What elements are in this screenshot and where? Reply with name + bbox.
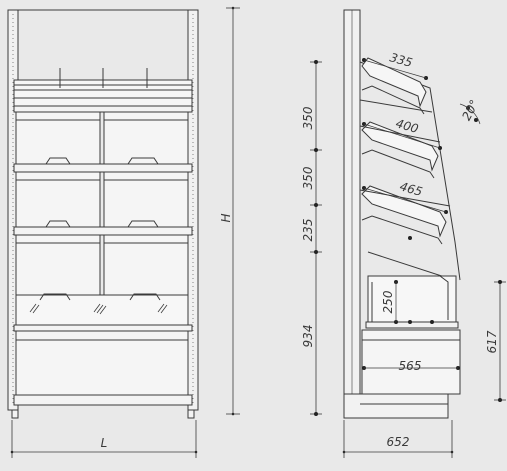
base-height-label: 617 <box>485 330 499 353</box>
segment-height-2: 350 <box>301 166 315 189</box>
lower-bin <box>13 293 193 332</box>
segment-dimension-dots <box>314 60 318 416</box>
shelf-2 <box>13 163 193 228</box>
side-lower-bin <box>365 251 459 329</box>
base-depth-label: 565 <box>399 359 422 373</box>
top-basket <box>13 68 193 107</box>
bin-height-label: 250 <box>381 290 395 313</box>
shelf-depth-lines <box>363 59 481 369</box>
shelf-1 <box>13 105 193 165</box>
side-view <box>343 9 461 419</box>
width-dimension <box>10 420 198 458</box>
segment-height-1: 350 <box>301 106 315 129</box>
height-dimension <box>226 6 240 416</box>
shelf-depth-1: 335 <box>388 50 414 70</box>
side-shelf-1 <box>361 57 427 115</box>
glass-reflection-marks <box>29 303 168 315</box>
shelf-3 <box>13 226 193 296</box>
shelf-depth-2: 400 <box>394 116 420 136</box>
side-shelf-2 <box>359 121 441 179</box>
width-label: L <box>101 436 108 450</box>
side-front-profile <box>359 61 461 281</box>
height-label: H <box>219 213 233 222</box>
depth-label: 652 <box>387 435 410 449</box>
front-view <box>7 9 199 419</box>
side-shelf-3 <box>359 185 451 245</box>
side-base-cabinet <box>343 329 461 419</box>
segment-height-4: 934 <box>301 325 315 348</box>
segment-height-3: 235 <box>301 219 315 242</box>
shelf-depth-3: 465 <box>398 179 424 199</box>
base-cabinet <box>11 330 195 419</box>
depth-dimension <box>342 420 454 458</box>
